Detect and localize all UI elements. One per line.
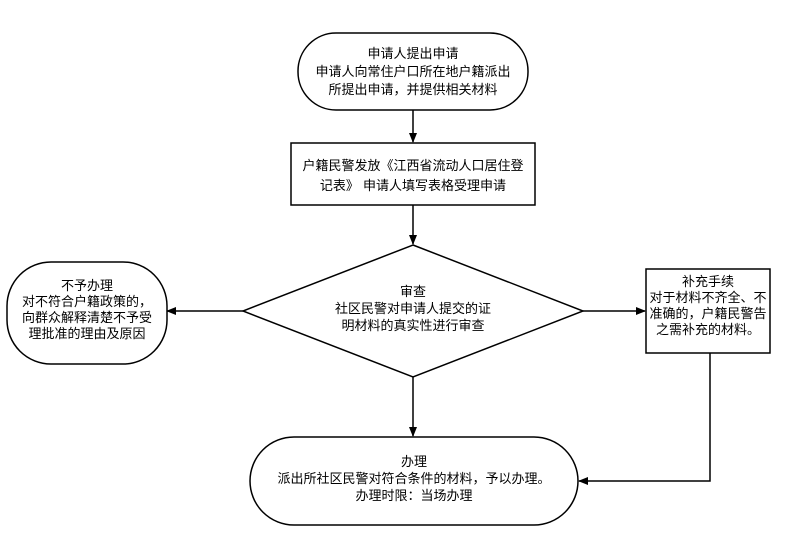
process-title: 办理 bbox=[401, 455, 427, 470]
supplement-line-2: 准确的，户籍民警告 bbox=[649, 306, 766, 322]
connector-supplement-to-process bbox=[578, 353, 711, 485]
start-line-1: 申请人向常住户口所在地户籍派出 bbox=[315, 64, 510, 80]
issue-form-line-1: 户籍民警发放《江西省流动人口居住登 bbox=[302, 158, 523, 174]
review-decision-node: 审查 社区民警对申请人提交的证 明材料的真实性进行审查 bbox=[240, 244, 586, 378]
supplement-line-1: 对于材料不齐全、不 bbox=[649, 290, 766, 306]
start-node: 申请人提出申请 申请人向常住户口所在地户籍派出 所提出申请，并提供相关材料 bbox=[297, 32, 529, 111]
review-line-2: 明材料的真实性进行审查 bbox=[341, 318, 484, 334]
issue-form-node: 户籍民警发放《江西省流动人口居住登 记表》 申请人填写表格受理申请 bbox=[290, 142, 536, 206]
reject-line-2: 向群众解释清楚不予受 bbox=[22, 310, 152, 326]
start-line-2: 所提出申请，并提供相关材料 bbox=[328, 82, 497, 98]
start-title: 申请人提出申请 bbox=[367, 46, 458, 62]
reject-line-1: 对不符合户籍政策的， bbox=[22, 294, 152, 310]
process-node: 办理 派出所社区民警对符合条件的材料，予以办理。 办理时限：当场办理 bbox=[249, 436, 579, 526]
process-line-2: 办理时限：当场办理 bbox=[355, 489, 472, 504]
reject-line-3: 理批准的理由及原因 bbox=[28, 326, 145, 342]
reject-title: 不予办理 bbox=[61, 279, 113, 294]
supplement-line-3: 之需补充的材料。 bbox=[656, 322, 760, 338]
review-line-1: 社区民警对申请人提交的证 bbox=[335, 301, 491, 317]
reject-node: 不予办理 对不符合户籍政策的， 向群众解释清楚不予受 理批准的理由及原因 bbox=[6, 261, 168, 365]
supplement-title: 补充手续 bbox=[682, 274, 734, 290]
supplement-node: 补充手续 对于材料不齐全、不 准确的，户籍民警告 之需补充的材料。 bbox=[645, 268, 771, 354]
process-line-1: 派出所社区民警对符合条件的材料，予以办理。 bbox=[277, 471, 550, 487]
issue-form-line-2: 记表》 申请人填写表格受理申请 bbox=[320, 178, 506, 194]
review-title: 审查 bbox=[400, 285, 426, 300]
